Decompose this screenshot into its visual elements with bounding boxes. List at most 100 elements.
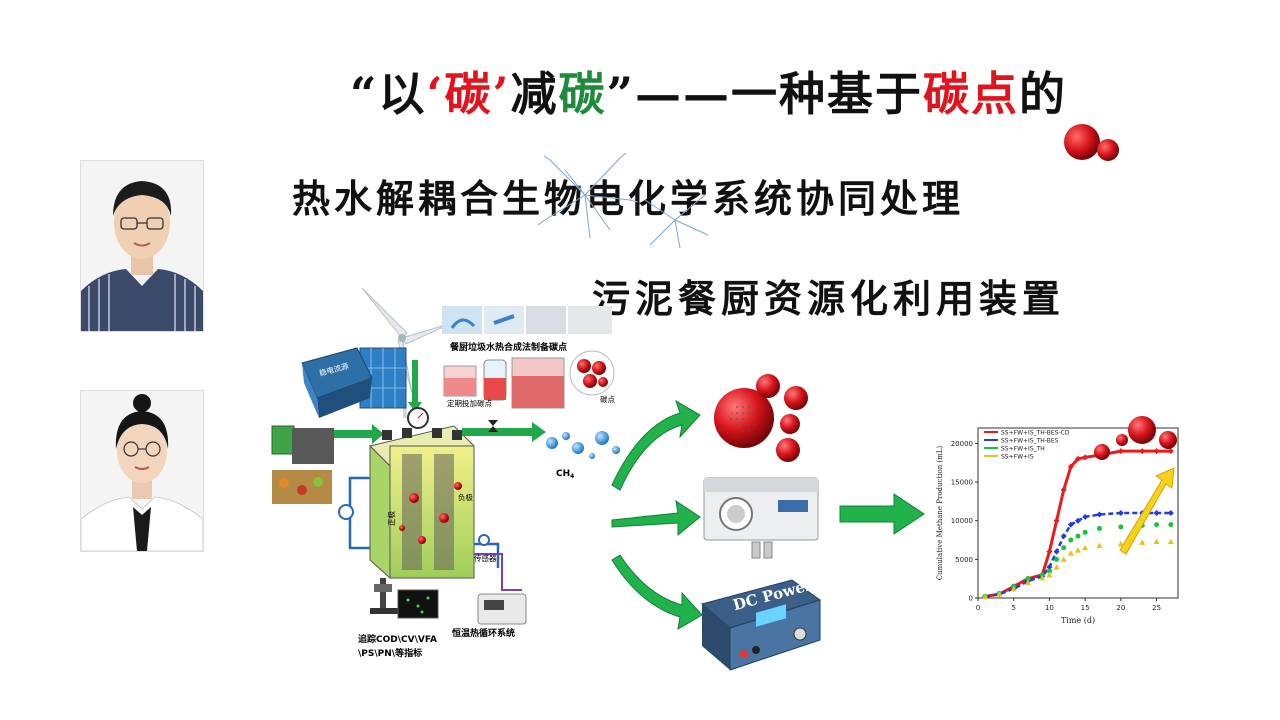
anode-label: 正极 (386, 511, 396, 526)
series-line (984, 511, 1171, 598)
feed-arrows (334, 360, 422, 444)
food-waste-bin-icon (271, 425, 334, 504)
data-point (1117, 510, 1124, 516)
title-segment: ’ (492, 67, 511, 121)
data-point (1167, 448, 1174, 455)
title-segment: ‘ (426, 67, 445, 121)
carbon-dot-sphere (1128, 416, 1156, 444)
legend-entry: SS+FW+IS_TH (1001, 446, 1045, 453)
series-line (984, 449, 1171, 598)
arrow-to-chart (839, 493, 925, 535)
data-point (1039, 574, 1046, 581)
data-point (1068, 537, 1074, 543)
x-tick-label: 15 (1081, 604, 1090, 612)
data-point (1154, 522, 1160, 528)
data-point (1139, 539, 1146, 545)
data-point (1082, 544, 1089, 551)
data-point (1082, 513, 1089, 520)
data-point (1075, 455, 1081, 462)
microbe-decoration-2 (644, 194, 709, 249)
data-point (1167, 538, 1174, 545)
tracking-label-2: \PS\PN\等指标 (358, 647, 422, 659)
synthesis-photo-strip (442, 306, 612, 334)
carbon-dot-sphere (1094, 444, 1110, 460)
x-tick-label: 5 (1011, 604, 1015, 612)
data-point (1053, 548, 1060, 555)
sensor-icon (478, 534, 490, 546)
avatar-female (81, 391, 203, 551)
autoclave-device-icon (703, 477, 819, 559)
data-point (1039, 572, 1045, 578)
title-line-3: 污泥餐厨资源化利用装置 (592, 276, 1066, 321)
synthesis-label: 餐厨垃圾水热合成法制备碳点 (449, 341, 567, 353)
carbon-dot-spheres (714, 374, 808, 462)
y-axis-label: Cumulative Methane Production (mL) (936, 446, 944, 581)
data-point (1060, 486, 1067, 493)
legend-entry: SS+FW+IS (1001, 454, 1034, 461)
title-carbon-dot-spheres (1064, 124, 1119, 161)
thermostat-device-icon (477, 593, 527, 625)
microscope-icon (370, 578, 398, 614)
data-point (1046, 564, 1053, 571)
y-tick-label: 20000 (951, 440, 973, 448)
legend-entry: SS+FW+IS_TH-BES (1001, 438, 1059, 445)
beaker-icons (443, 357, 565, 409)
carbon-dot-sphere (1159, 431, 1177, 449)
data-point (1168, 522, 1174, 528)
data-point (1067, 550, 1074, 556)
x-tick-label: 0 (976, 604, 980, 612)
author-photo-female (80, 390, 204, 552)
x-tick-label: 25 (1152, 604, 1161, 612)
data-point (996, 591, 1003, 597)
x-axis-label: Time (d) (1061, 616, 1095, 625)
data-point (1025, 576, 1031, 582)
sensor-label: 传感器 (474, 553, 497, 563)
x-tick-label: 10 (1045, 604, 1054, 612)
regular-add-label: 定期投加碳点 (447, 398, 492, 408)
data-point (1067, 521, 1074, 528)
data-point (1118, 524, 1124, 530)
data-point (1025, 579, 1031, 586)
tracking-label-1: 追踪COD\CV\VFA (358, 633, 437, 645)
sensor-line (474, 553, 522, 591)
data-point (1096, 542, 1103, 548)
carbon-dot-sphere (1116, 434, 1128, 446)
carbon-dots-label: 碳点 (600, 394, 615, 404)
title-carbon-green: 碳 (558, 67, 607, 121)
data-point (1060, 556, 1067, 562)
thermostat-label: 恒温热循环系统 (452, 627, 515, 639)
data-point (1053, 517, 1060, 524)
data-point (982, 593, 989, 599)
title-segment: ”——一种基于 (606, 67, 923, 121)
data-point (1167, 510, 1174, 516)
data-point (1096, 525, 1102, 531)
y-tick-label: 0 (969, 595, 973, 603)
arrow-to-carbon-dots (611, 399, 701, 491)
data-point (1010, 585, 1017, 592)
data-point (1153, 448, 1160, 455)
process-arrows (611, 399, 703, 630)
data-point (1117, 448, 1124, 455)
data-point (1075, 533, 1081, 539)
data-point (1153, 510, 1160, 516)
data-point (1046, 571, 1053, 578)
data-point (1075, 517, 1081, 524)
author-photo-male (80, 160, 204, 332)
y-tick-label: 10000 (951, 517, 973, 525)
title-segment: 减 (510, 67, 559, 121)
data-point (1139, 448, 1146, 455)
microbe-decoration (537, 152, 639, 239)
y-tick-label: 5000 (955, 556, 973, 564)
methane-molecule-icons (546, 431, 620, 459)
increase-arrow (1119, 467, 1175, 555)
title-segment: “以 (350, 67, 427, 121)
data-point (1061, 545, 1067, 551)
cathode-label: 负极 (458, 492, 473, 502)
title-line-2: 热水解耦合生物电化学系统协同处理 (292, 176, 965, 221)
monitor-icon (397, 589, 439, 619)
data-point (1117, 540, 1124, 547)
data-point (1046, 568, 1052, 574)
power-supply-icon (301, 347, 373, 418)
data-point (1054, 556, 1060, 562)
